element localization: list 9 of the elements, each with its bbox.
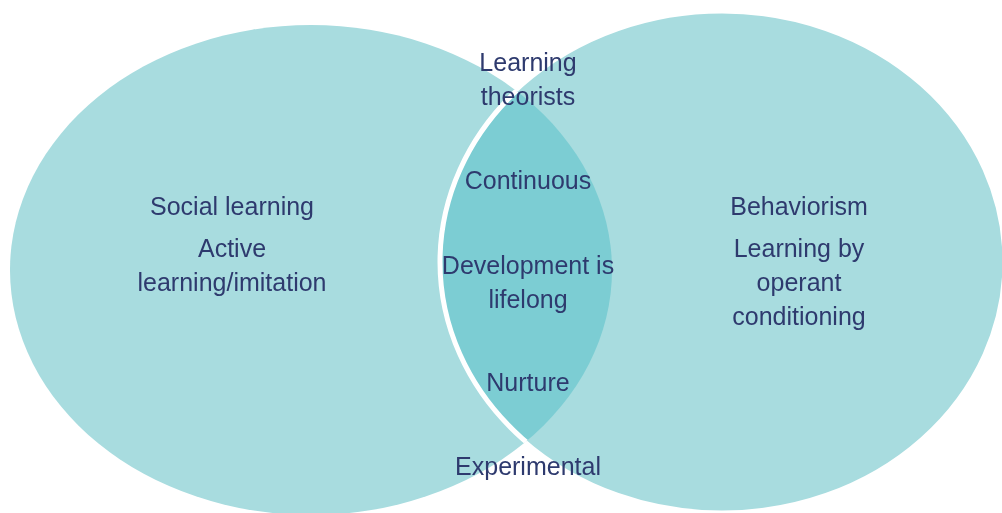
overlap-text: Learning theorists xyxy=(478,47,578,112)
overlap-text: Development is lifelong xyxy=(440,250,616,315)
circle-text: Learning by operant conditioning xyxy=(731,233,867,332)
overlap-text: Continuous xyxy=(463,165,593,196)
circle-title: Social learning xyxy=(149,191,315,222)
circle-title: Behaviorism xyxy=(729,191,869,222)
circle-text: Active learning/imitation xyxy=(136,233,328,298)
overlap-text: Experimental xyxy=(454,451,602,482)
overlap-text: Nurture xyxy=(485,367,571,398)
